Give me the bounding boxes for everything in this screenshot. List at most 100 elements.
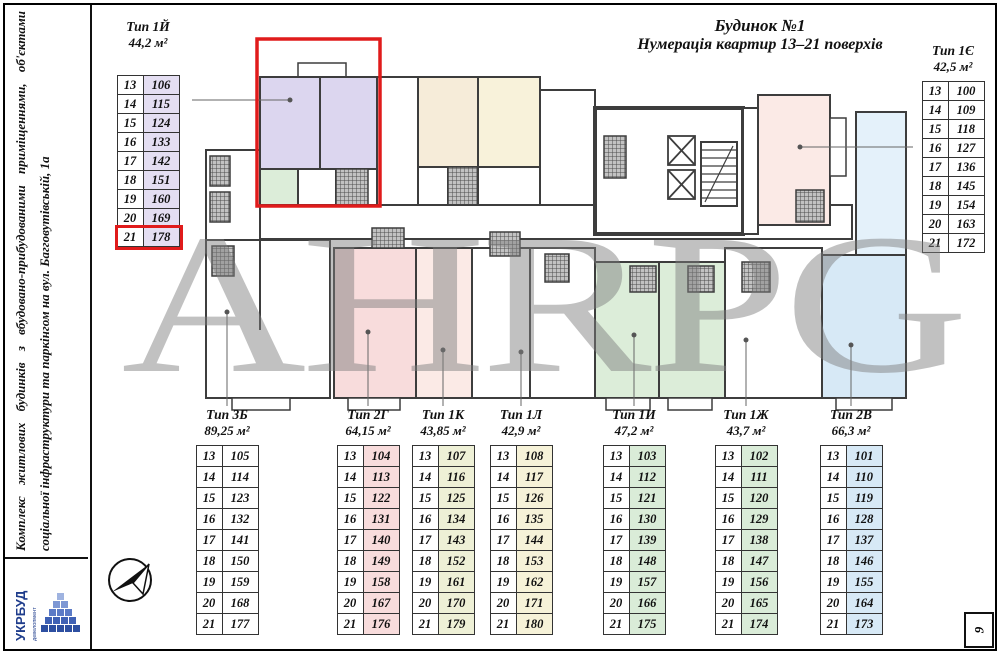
apartment-number: 163 [948,215,985,234]
floor-number: 20 [196,593,223,614]
balcony [605,397,651,411]
apartment-number: 175 [629,614,666,635]
apartment-number: 114 [222,467,259,488]
apartment-type-name: Тип 1Є [932,43,974,58]
ukrbud-logo-text: УКРБУД [13,590,28,641]
floor-number: 17 [820,530,847,551]
apartment-number: 171 [516,593,553,614]
apartment-type-area: 43,85 м² [420,423,466,438]
floor-number: 21 [337,614,364,635]
floor-number: 14 [603,467,630,488]
bathroom [211,245,235,277]
floor-number: 21 [490,614,517,635]
floor-number: 14 [337,467,364,488]
page-number-box: 9 [964,612,994,648]
apartment-number: 119 [846,488,883,509]
apartment-number: 111 [741,467,778,488]
title-line2: Нумерація квартир 13–21 поверхів [637,36,883,53]
bathroom [687,265,715,293]
floor-number: 15 [820,488,847,509]
apartment-type-name: Тип 1К [421,407,465,422]
floor-number: 13 [412,446,439,467]
apartment-number: 162 [516,572,553,593]
floor-number: 15 [412,488,439,509]
floor-number: 17 [922,158,949,177]
elevator-shaft [667,135,696,200]
floor-number: 18 [603,551,630,572]
floor-number: 14 [196,467,223,488]
floor-number: 19 [715,572,742,593]
apartment-number: 135 [516,509,553,530]
apartment-number: 115 [143,95,180,114]
floor-number: 17 [715,530,742,551]
floor-number: 17 [117,152,144,171]
apartment-number: 148 [629,551,666,572]
apartment-number: 167 [363,593,400,614]
bathroom [741,261,771,293]
apartment-number: 173 [846,614,883,635]
apartment-type-area: 47,2 м² [614,423,654,438]
floor-number: 18 [715,551,742,572]
apartment-number: 130 [629,509,666,530]
floor-number: 18 [490,551,517,572]
floor-number: 18 [922,177,949,196]
apartment-number: 160 [143,190,180,209]
bathroom [447,166,479,206]
bathroom [489,231,521,257]
apartment-number: 116 [438,467,475,488]
floor-number: 13 [490,446,517,467]
floor-number: 14 [490,467,517,488]
floor-number: 17 [196,530,223,551]
unit-cream [477,76,541,168]
apartment-number: 156 [741,572,778,593]
floor-number: 19 [820,572,847,593]
apartment-number: 177 [222,614,259,635]
apartment-number: 113 [363,467,400,488]
floor-number: 15 [922,120,949,139]
apartment-number: 138 [741,530,778,551]
floor-number: 17 [412,530,439,551]
apartment-number: 106 [143,76,180,95]
apartment-number: 128 [846,509,883,530]
floor-number: 20 [603,593,630,614]
balcony [297,62,347,78]
apartment-number: 125 [438,488,475,509]
apartment-number: 136 [948,158,985,177]
apartment-type-name: Тип 1Ж [723,407,769,422]
apartment-number: 121 [629,488,666,509]
bathroom [371,227,405,249]
floor-number: 21 [603,614,630,635]
leader-lines [192,97,913,406]
floor-number: 18 [196,551,223,572]
apartment-type-name: Тип 1И [612,407,656,422]
apartment-number: 134 [438,509,475,530]
apartment-type-area: 89,25 м² [204,423,250,438]
title-block-sidebar: Комплекс житлових будинків з вбудовано-п… [5,5,92,649]
apartment-number: 152 [438,551,475,572]
